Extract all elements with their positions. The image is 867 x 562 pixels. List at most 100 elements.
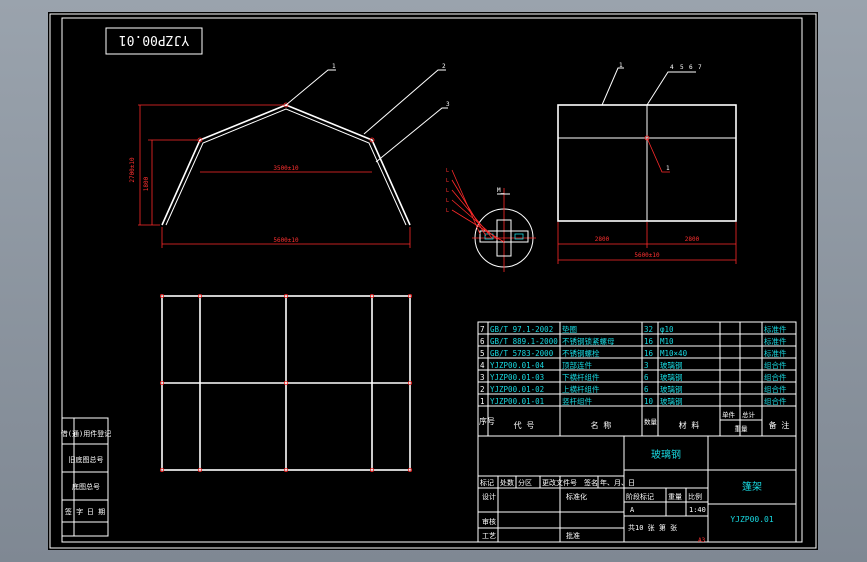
row-code: GB/T 889.1-2000 bbox=[490, 337, 558, 346]
header-qty: 数量 bbox=[644, 417, 658, 426]
svg-text:L: L bbox=[446, 168, 449, 174]
row-note: 组合件 bbox=[764, 384, 787, 394]
row-material: 玻璃钢 bbox=[660, 372, 683, 382]
svg-text:L: L bbox=[446, 198, 449, 204]
header-name: 名 称 bbox=[591, 420, 612, 430]
row-qty: 16 bbox=[644, 337, 654, 346]
cad-drawing: YJZP00.01 借(通)用件登记 旧底图总号 底图总号 签 字 日 期 27… bbox=[49, 13, 817, 549]
top-view-grid bbox=[160, 293, 412, 472]
svg-text:M_: M_ bbox=[497, 187, 505, 194]
row-name: 上横杆组件 bbox=[562, 384, 600, 394]
header-material: 材 料 bbox=[679, 420, 700, 430]
svg-text:L: L bbox=[446, 188, 449, 194]
title-row-label: 处数 bbox=[500, 478, 514, 487]
title-format: A3 bbox=[698, 537, 706, 544]
dim-total-height: 2700±10 bbox=[129, 157, 136, 183]
title-row-label: 更改文件号 bbox=[542, 478, 577, 487]
row-no: 2 bbox=[480, 385, 485, 394]
outer-frame bbox=[49, 13, 817, 549]
side-box-label: 底图总号 bbox=[72, 482, 100, 491]
dim-side-height: 1800 bbox=[143, 176, 150, 191]
title-stage-a: A bbox=[630, 506, 635, 514]
header-weight: 重量 bbox=[735, 425, 749, 433]
title-process: 工艺 bbox=[482, 532, 496, 540]
arch-frame-inner bbox=[165, 108, 407, 226]
row-name: 不锈钢锁紧螺母 bbox=[562, 336, 615, 346]
svg-text:L: L bbox=[446, 208, 449, 214]
side-box-label: 签 字 bbox=[65, 507, 83, 516]
drawing-sheet: YJZP00.01 借(通)用件登记 旧底图总号 底图总号 签 字 日 期 27… bbox=[48, 12, 818, 550]
row-code: GB/T 5783-2000 bbox=[490, 349, 554, 358]
row-code: YJZP00.01-02 bbox=[490, 385, 544, 394]
rotated-drawing-number: YJZP00.01 bbox=[119, 32, 189, 47]
row-no: 6 bbox=[480, 337, 485, 346]
row-material: M10×40 bbox=[660, 349, 688, 358]
row-name: 下横杆组件 bbox=[562, 372, 600, 382]
row-note: 标准件 bbox=[764, 324, 787, 334]
callout: 3 bbox=[446, 101, 450, 108]
elevation-view: 2700±10 1800 3500±10 5600±10 1 2 3 bbox=[129, 63, 450, 248]
joint-detail-view: M_ LL LL L bbox=[446, 168, 536, 272]
plan-view: 1 4 5 6 7 1 2800 2800 5600±10 bbox=[557, 62, 737, 264]
row-no: 3 bbox=[480, 373, 485, 382]
row-qty: 32 bbox=[644, 325, 653, 334]
title-review: 审核 bbox=[482, 517, 496, 526]
title-standardize: 标准化 bbox=[566, 492, 587, 501]
row-name: 竖杆组件 bbox=[562, 396, 592, 406]
row-material: M10 bbox=[660, 337, 674, 346]
row-no: 1 bbox=[480, 397, 485, 406]
title-scale-value: 1:40 bbox=[689, 506, 706, 514]
side-box-label: 日 期 bbox=[87, 508, 105, 516]
row-note: 组合件 bbox=[764, 372, 787, 382]
parts-list: 7 GB/T 97.1-2002 垫圈 32 φ10 标准件 6 GB/T 88… bbox=[477, 321, 797, 437]
side-box-label: 借(通)用件登记 bbox=[61, 429, 111, 438]
title-row-label: 签名 bbox=[584, 478, 598, 487]
row-material: φ10 bbox=[660, 325, 674, 334]
header-no: 序号 bbox=[479, 416, 495, 426]
callout: 5 bbox=[680, 64, 684, 71]
dim-base-width: 5600±10 bbox=[273, 237, 299, 244]
header-note: 备 注 bbox=[769, 420, 790, 430]
title-weight: 重量 bbox=[668, 493, 682, 501]
callout: 6 bbox=[689, 64, 693, 71]
header-total: 总计 bbox=[742, 410, 756, 419]
row-code: YJZP00.01-01 bbox=[490, 397, 544, 406]
title-block: 玻璃钢 篷架 YJZP00.01 标记 处数 分区 更改文件号 签名 年、月、日… bbox=[477, 435, 797, 544]
header-code: 代 号 bbox=[514, 420, 535, 430]
row-note: 标准件 bbox=[764, 348, 787, 358]
callout: 1 bbox=[619, 62, 623, 69]
row-qty: 3 bbox=[644, 361, 649, 370]
row-material: 玻璃钢 bbox=[660, 384, 683, 394]
title-material: 玻璃钢 bbox=[651, 448, 681, 461]
row-no: 4 bbox=[480, 361, 485, 370]
title-sheets: 共10 张 第 张 bbox=[628, 523, 677, 532]
title-row-label: 年、月、日 bbox=[600, 478, 635, 487]
row-name: 不锈钢螺栓 bbox=[562, 348, 600, 358]
row-code: YJZP00.01-03 bbox=[490, 373, 544, 382]
svg-text:L: L bbox=[446, 178, 449, 184]
title-approve: 批准 bbox=[566, 531, 580, 540]
inner-frame bbox=[61, 17, 803, 543]
title-row-label: 分区 bbox=[518, 478, 532, 487]
row-no: 7 bbox=[480, 325, 485, 334]
row-name: 顶部连件 bbox=[562, 360, 592, 370]
title-design: 设计 bbox=[482, 492, 496, 501]
row-qty: 10 bbox=[644, 397, 654, 406]
callout: 7 bbox=[698, 64, 702, 71]
callout: 1 bbox=[332, 63, 336, 70]
dim-plan-left: 2800 bbox=[595, 236, 610, 243]
title-scale: 比例 bbox=[688, 492, 702, 501]
title-stage-mark: 阶段标记 bbox=[626, 492, 654, 501]
row-material: 玻璃钢 bbox=[660, 396, 683, 406]
header-single: 单件 bbox=[722, 410, 736, 419]
rotated-code-box bbox=[105, 27, 203, 55]
title-drawing-number: YJZP00.01 bbox=[730, 515, 774, 524]
callout: 2 bbox=[442, 63, 446, 70]
row-note: 组合件 bbox=[764, 396, 787, 406]
dim-plan-total: 5600±10 bbox=[634, 252, 660, 259]
row-name: 垫圈 bbox=[562, 324, 577, 334]
row-note: 组合件 bbox=[764, 360, 787, 370]
side-registration-boxes: 借(通)用件登记 旧底图总号 底图总号 签 字 日 期 bbox=[61, 417, 111, 537]
row-code: YJZP00.01-04 bbox=[490, 361, 545, 370]
dim-top-width: 3500±10 bbox=[273, 165, 299, 172]
